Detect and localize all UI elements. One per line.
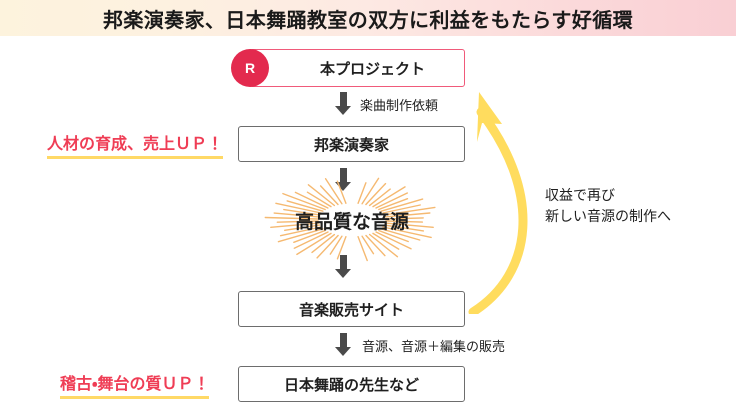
arrow-shaft [339,333,347,347]
node-project[interactable]: 本プロジェクト [250,49,465,87]
callout-practice-quality-label: 稽古・舞台の質ＵＰ！ [60,376,210,393]
arrow-head [335,347,351,356]
node-high-quality-audio-label: 高品質な音源 [294,211,409,233]
node-dance-teacher[interactable]: 日本舞踊の先生など [238,366,465,402]
callout-underline [60,396,210,399]
edge-label-request: 楽曲制作依頼 [360,98,439,113]
node-music-sales-site[interactable]: 音楽販売サイト [238,291,465,327]
arrow-shaft [339,255,347,269]
arrow-down-icon-3 [335,255,351,278]
node-high-quality-audio: 高品質な音源 [262,176,442,264]
project-badge-label: R [244,60,256,76]
title-gradient-band [0,0,736,36]
node-music-sales-site-label: 音楽販売サイト [298,301,404,319]
node-project-label: 本プロジェクト [319,60,425,78]
arrow-shaft [339,168,347,182]
return-loop-label-line2: 新しい音源の制作へ [545,208,671,224]
node-performer[interactable]: 邦楽演奏家 [238,126,465,162]
edge-label-sales: 音源、音源＋編集の販売 [362,339,506,354]
return-loop-label-line1: 収益で再び [545,187,615,203]
arrow-shaft [339,92,347,106]
callout-underline [47,156,224,159]
callout-practice-quality: 稽古・舞台の質ＵＰ！ [60,370,210,399]
return-loop-arrow-icon [455,84,575,317]
arrow-down-icon-4 [335,333,351,356]
return-loop-label: 収益で再び 新しい音源の制作へ [545,185,671,227]
project-badge-icon: R [231,49,269,87]
arrow-head [335,106,351,115]
node-performer-label: 邦楽演奏家 [313,136,389,154]
arrow-down-icon-1 [335,92,351,115]
callout-talent-growth: 人材の育成、売上ＵＰ！ [47,130,224,159]
arrow-head [335,269,351,278]
callout-talent-growth-label: 人材の育成、売上ＵＰ！ [47,136,224,153]
page-title: 邦楽演奏家、日本舞踊教室の双方に利益をもたらす好循環 [103,9,633,32]
node-dance-teacher-label: 日本舞踊の先生など [283,376,419,394]
